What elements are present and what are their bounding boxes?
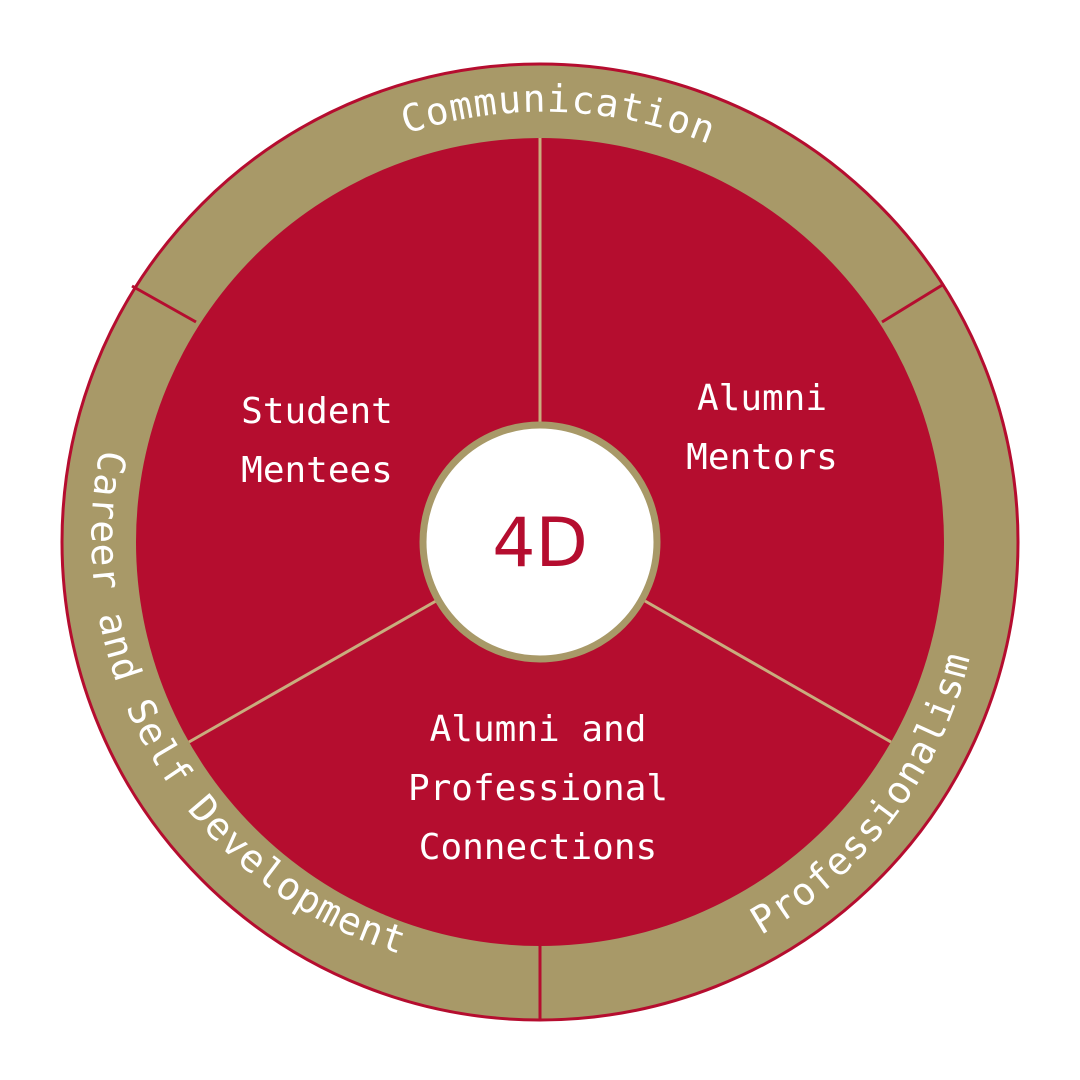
ring-divider-upper-right xyxy=(881,282,945,324)
segment-label-line: Alumni xyxy=(697,378,827,419)
center-circle xyxy=(419,421,661,663)
segment-divider-lower-left xyxy=(188,599,437,744)
segment-label-line: Alumni and xyxy=(430,709,647,750)
segment-label-line: Professional xyxy=(408,768,668,809)
segment-label-line: Student xyxy=(241,391,393,432)
segment-student-mentees: Student Mentees xyxy=(241,391,393,491)
segment-label-line: Mentors xyxy=(686,437,838,478)
segment-alumni-mentors: Alumni Mentors xyxy=(686,378,838,478)
ring-divider-upper-left xyxy=(131,284,197,324)
center-label: 4D xyxy=(492,504,588,583)
segment-divider-lower-right xyxy=(644,599,892,744)
segment-label-line: Connections xyxy=(419,827,657,868)
segment-alumni-professional-connections: Alumni and Professional Connections xyxy=(408,709,668,868)
segment-label-line: Mentees xyxy=(241,450,393,491)
